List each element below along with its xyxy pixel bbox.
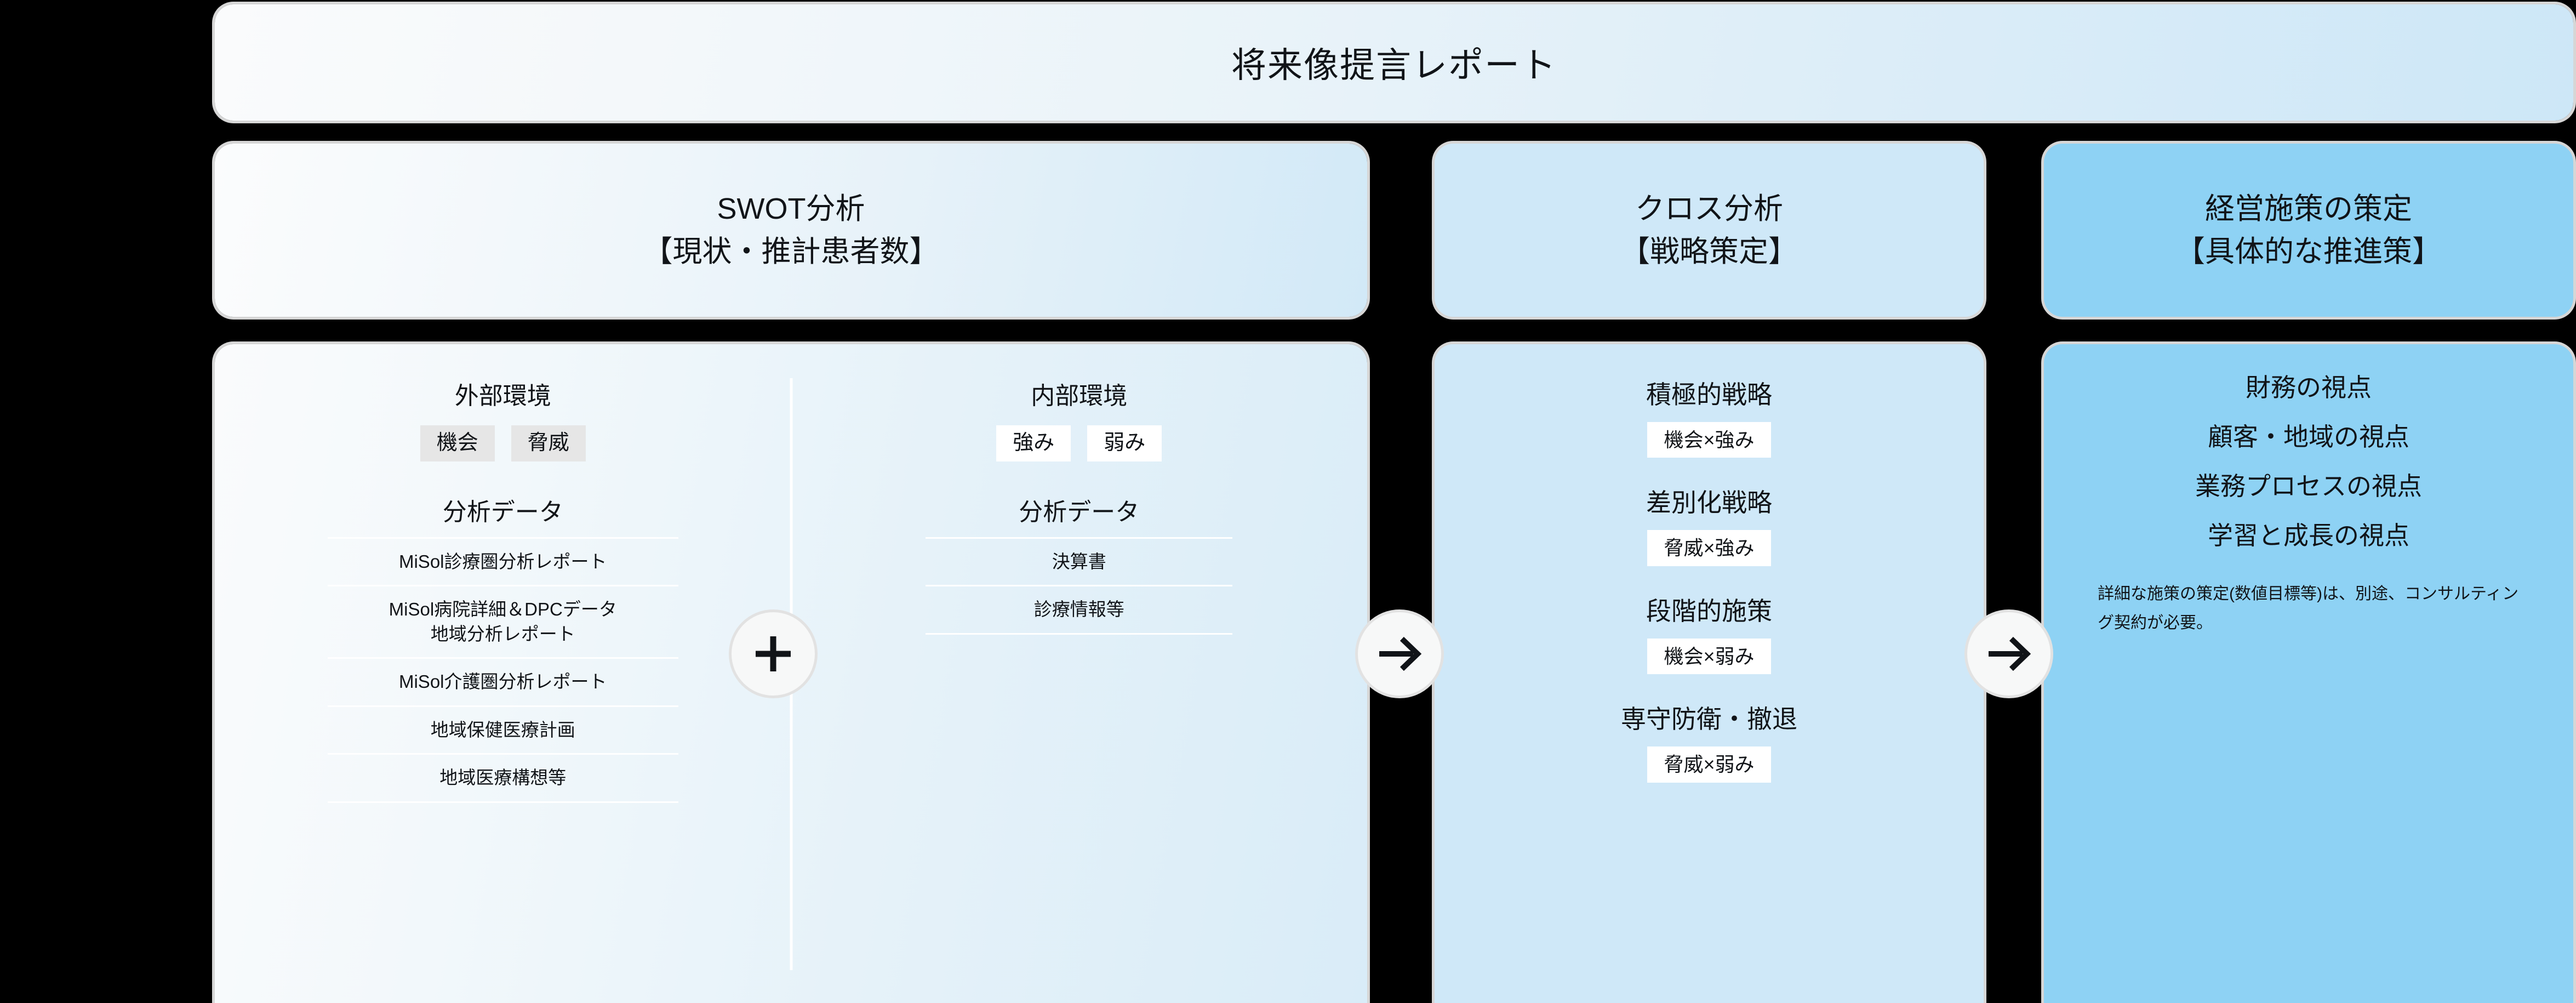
tag-strength: 強み [996,425,1071,461]
header-management-subtitle: 【具体的な推進策】 [2175,235,2442,268]
stage-header-row: SWOT分析 【現状・推計患者数】 クロス分析 【戦略策定】 経営施策の策定 【… [215,144,2573,317]
cross-label: 積極的戦略 [1646,380,1772,409]
cross-chip: 脅威×弱み [1647,746,1771,783]
tag-opportunity: 機会 [420,425,495,461]
connector-plus [732,612,815,696]
header-cross-analysis: クロス分析 【戦略策定】 [1435,144,1984,317]
perspective-business-process: 業務プロセスの視点 [2195,472,2422,500]
header-swot: SWOT分析 【現状・推計患者数】 [215,144,1367,317]
management-note: 詳細な施策の策定(数値目標等)は、別途、コンサルティング契約が必要。 [2098,585,2519,632]
perspective-learning-growth: 学習と成長の視点 [2208,521,2409,550]
internal-data-list: 決算書 診療情報等 [926,537,1233,635]
cross-chip: 機会×弱み [1647,638,1771,675]
connector-arrow-swot-to-cross [1358,612,1441,696]
cross-block-defensive: 専守防衛・撤退 脅威×弱み [1621,699,1797,783]
header-swot-subtitle: 【現状・推計患者数】 [643,235,939,268]
cross-label: 差別化戦略 [1646,488,1772,517]
external-env-tags: 機会 脅威 [420,425,586,461]
header-management-policy: 経営施策の策定 【具体的な推進策】 [2044,144,2573,317]
external-env-title: 外部環境 [454,383,551,409]
cross-label: 段階的施策 [1646,596,1772,625]
plus-icon [752,633,794,675]
internal-env-tags: 強み 弱み [996,425,1162,461]
cross-block-aggressive: 積極的戦略 機会×強み [1646,375,1772,458]
tag-weakness: 弱み [1087,425,1162,461]
perspective-financial: 財務の視点 [2246,373,2372,402]
header-cross-title: クロス分析 [1635,192,1783,225]
swot-external-column: 外部環境 機会 脅威 分析データ MiSol診療圏分析レポート MiSol病院詳… [215,344,791,1003]
external-data-title: 分析データ [442,498,563,526]
panel-management-policy: 財務の視点 顧客・地域の視点 業務プロセスの視点 学習と成長の視点 詳細な施策の… [2044,344,2573,1003]
header-cross-subtitle: 【戦略策定】 [1620,235,1798,268]
list-item: 診療情報等 [926,585,1233,635]
list-item: MiSol病院詳細＆DPCデータ 地域分析レポート [327,585,678,657]
list-item: MiSol介護圏分析レポート [327,657,678,705]
cross-label: 専守防衛・撤退 [1621,705,1797,734]
cross-chip: 脅威×強み [1647,530,1771,566]
arrow-right-icon [1986,633,2031,675]
cross-block-differentiation: 差別化戦略 脅威×強み [1646,483,1772,566]
list-item: 地域保健医療計画 [327,705,678,754]
panel-swot: 外部環境 機会 脅威 分析データ MiSol診療圏分析レポート MiSol病院詳… [215,344,1367,1003]
external-data-list: MiSol診療圏分析レポート MiSol病院詳細＆DPCデータ 地域分析レポート… [327,537,678,803]
header-swot-title: SWOT分析 [717,192,865,225]
list-item: MiSol診療圏分析レポート [327,537,678,585]
stage-body-row: 外部環境 機会 脅威 分析データ MiSol診療圏分析レポート MiSol病院詳… [215,344,2573,1003]
report-title-bar: 将来像提言レポート [215,4,2573,121]
page-title: 将来像提言レポート [1231,45,1557,85]
perspective-customer-region: 顧客・地域の視点 [2208,423,2409,451]
cross-chip: 機会×強み [1647,422,1771,458]
internal-data-title: 分析データ [1019,498,1140,526]
arrow-right-icon [1377,633,1422,675]
swot-internal-column: 内部環境 強み 弱み 分析データ 決算書 診療情報等 [791,344,1368,1003]
list-item: 決算書 [926,537,1233,585]
tag-threat: 脅威 [511,425,586,461]
internal-env-title: 内部環境 [1031,383,1128,409]
connector-arrow-cross-to-management [1967,612,2050,696]
header-management-title: 経営施策の策定 [2205,192,2412,225]
cross-block-phased: 段階的施策 機会×弱み [1646,591,1772,675]
list-item: 地域医療構想等 [327,753,678,803]
panel-cross-analysis: 積極的戦略 機会×強み 差別化戦略 脅威×強み 段階的施策 機会×弱み 専守防衛… [1435,344,1984,1003]
